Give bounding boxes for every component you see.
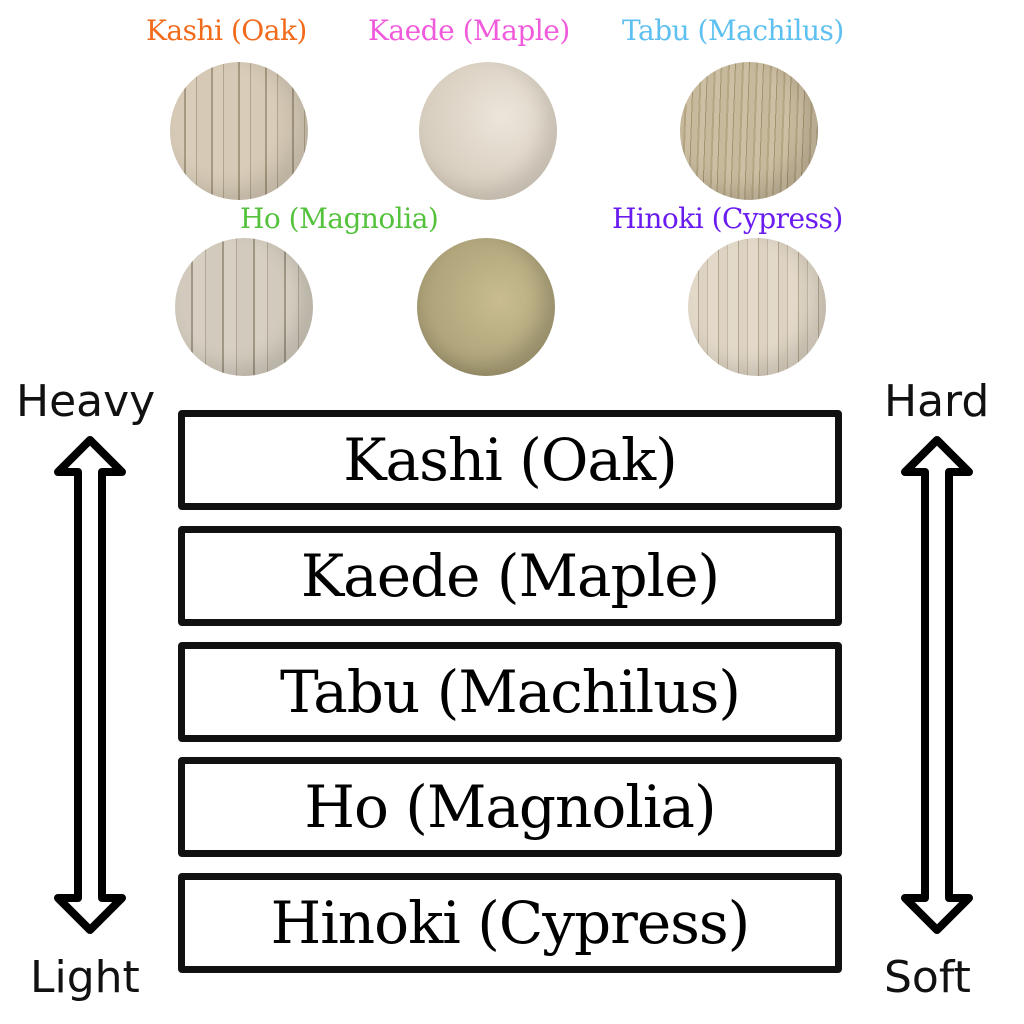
wood-sample-unlabeled bbox=[417, 238, 555, 376]
hard-label: Hard bbox=[884, 376, 990, 427]
light-label: Light bbox=[30, 952, 140, 1003]
wood-sample-kashi bbox=[170, 62, 308, 200]
rank-label: Hinoki (Cypress) bbox=[270, 889, 751, 957]
heavy-label: Heavy bbox=[16, 376, 156, 427]
rank-box-ho: Ho (Magnolia) bbox=[178, 757, 842, 857]
wood-sample-tabu bbox=[680, 62, 818, 200]
rank-label: Kashi (Oak) bbox=[343, 426, 678, 494]
rank-box-hinoki: Hinoki (Cypress) bbox=[178, 873, 842, 973]
sample-label-tabu: Tabu (Machilus) bbox=[622, 14, 844, 47]
soft-label: Soft bbox=[884, 952, 971, 1003]
rank-label: Ho (Magnolia) bbox=[304, 773, 716, 841]
rank-box-kaede: Kaede (Maple) bbox=[178, 526, 842, 626]
rank-label: Tabu (Machilus) bbox=[280, 658, 741, 726]
sample-label-kaede: Kaede (Maple) bbox=[368, 14, 570, 47]
rank-box-kashi: Kashi (Oak) bbox=[178, 410, 842, 510]
wood-sample-ho bbox=[175, 238, 313, 376]
wood-sample-kaede bbox=[419, 62, 557, 200]
hardness-double-arrow-icon bbox=[901, 436, 973, 934]
rank-box-tabu: Tabu (Machilus) bbox=[178, 642, 842, 742]
sample-label-kashi: Kashi (Oak) bbox=[146, 14, 307, 47]
wood-sample-hinoki bbox=[688, 238, 826, 376]
sample-label-hinoki: Hinoki (Cypress) bbox=[612, 202, 843, 235]
rank-label: Kaede (Maple) bbox=[300, 542, 720, 610]
sample-label-ho: Ho (Magnolia) bbox=[240, 202, 439, 235]
weight-double-arrow-icon bbox=[54, 436, 126, 934]
